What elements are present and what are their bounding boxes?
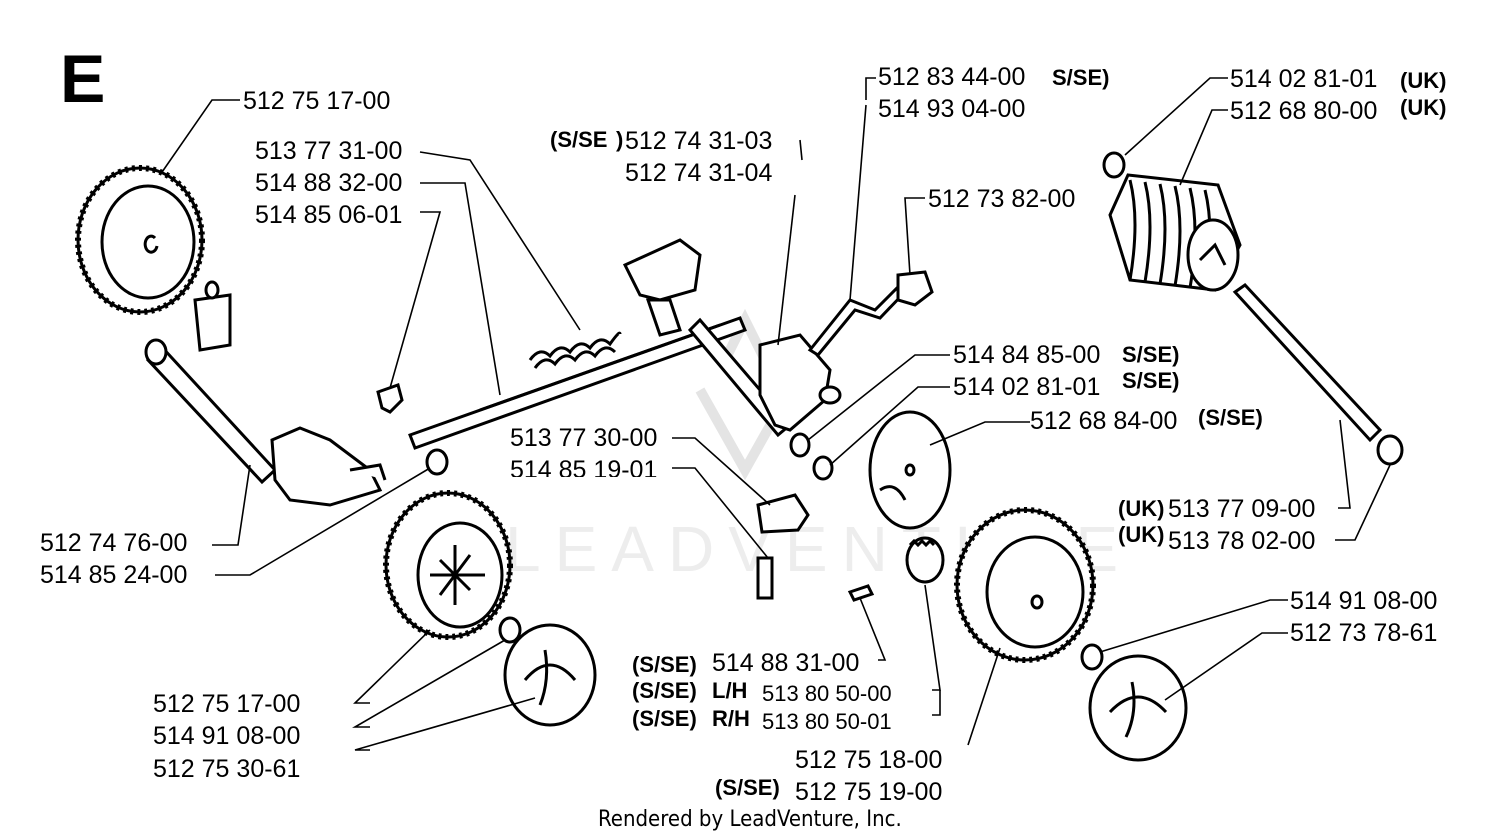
tag-rh: R/H [712, 706, 750, 731]
label-left-axle-bracket: 512 74 76-00 [40, 529, 188, 557]
gear [905, 536, 945, 584]
main-axle [408, 316, 747, 450]
tag-lh: L/H [712, 678, 748, 703]
label-bushing: 514 85 24-00 [40, 561, 188, 589]
label-spring: 513 77 31-00 [255, 137, 403, 165]
tag-uk-washer: (UK) [1400, 68, 1447, 93]
height-lever [758, 270, 934, 432]
label-screw: 514 85 19-01 [510, 456, 658, 477]
left-axle-bracket [144, 280, 387, 507]
clip-pin [376, 383, 404, 414]
label-hubcap-right: 512 73 78-61 [1290, 619, 1438, 647]
label-clip: 514 85 06-01 [255, 201, 403, 229]
label-axle: 514 88 32-00 [255, 169, 403, 197]
label-washer-left: 514 91 08-00 [153, 722, 301, 750]
label-lever-se: 512 83 44-00 [878, 63, 1026, 91]
label-roller-shaft: 513 77 09-00 [1168, 495, 1316, 523]
footer-credit: Rendered by LeadVenture, Inc. [598, 807, 902, 832]
label-washer-uk: 514 02 81-01 [1230, 65, 1378, 93]
label-washer-right: 514 91 08-00 [1290, 587, 1438, 615]
label-bracket-se: 512 74 31-03 [625, 127, 773, 155]
label-hubcap-se: 512 68 84-00 [1030, 407, 1178, 435]
hubcap-right [1088, 654, 1188, 762]
height-block [756, 493, 810, 534]
tag-se-bracket: (S/SE [550, 127, 608, 152]
screw [756, 556, 774, 600]
label-bracket: 512 74 31-04 [625, 159, 773, 187]
label-knob: 512 73 82-00 [928, 185, 1076, 213]
tag-se-rear-wheel: (S/SE) [715, 775, 780, 800]
tag-uk-nut: (UK) [1118, 522, 1165, 547]
label-gear-rh: 513 80 50-01 [762, 709, 892, 734]
washer-center-b [812, 455, 834, 481]
tag-se-gear-rh: (S/SE) [632, 706, 697, 731]
label-washer-se-b: 514 02 81-01 [953, 373, 1101, 401]
front-wheel-left [383, 490, 513, 640]
hubcap-left [503, 623, 597, 727]
tag-se-gear-lh: (S/SE) [632, 678, 697, 703]
label-hubcap-left: 512 75 30-61 [153, 755, 301, 783]
tag-se-pin: (S/SE) [632, 652, 697, 677]
label-front-wheel-left: 512 75 17-00 [153, 690, 301, 718]
roller-uk [1108, 173, 1242, 292]
label-nut: 513 78 02-00 [1168, 527, 1316, 555]
tag-se-lever: S/SE) [1052, 65, 1110, 90]
label-rear-wheel-right-se: 512 75 19-00 [795, 778, 943, 806]
washer-right [1080, 643, 1104, 671]
section-letter: E [60, 41, 106, 117]
washer-center-a [789, 432, 811, 458]
label-block: 513 77 30-00 [510, 424, 658, 452]
roller-shaft [1232, 283, 1404, 466]
label-rear-wheel-left: 512 75 17-00 [243, 87, 391, 115]
label-rear-wheel-right: 512 75 18-00 [795, 746, 943, 774]
label-washer-se-a: 514 84 85-00 [953, 341, 1101, 369]
spring [528, 331, 622, 369]
tag-se-hubcap: (S/SE) [1198, 405, 1263, 430]
label-pin: 514 88 31-00 [712, 649, 860, 677]
tag-se-washer-b: S/SE) [1122, 368, 1180, 393]
leader-lines [159, 77, 1391, 751]
bushing [425, 448, 449, 476]
tag-se-bracket-close: ) [616, 127, 624, 152]
washer-uk [1102, 151, 1126, 179]
label-roller-uk: 512 68 80-00 [1230, 97, 1378, 125]
washer-left [498, 616, 522, 644]
hubcap-se [868, 410, 952, 530]
rear-wheel-left [75, 165, 205, 315]
tag-uk-roller: (UK) [1400, 95, 1447, 120]
tag-uk-shaft: (UK) [1118, 496, 1165, 521]
pin [847, 584, 875, 602]
rear-wheel-right [954, 507, 1096, 663]
tag-se-washer-a: S/SE) [1122, 342, 1180, 367]
label-lever: 514 93 04-00 [878, 95, 1026, 123]
label-gear-lh: 513 80 50-00 [762, 681, 892, 706]
